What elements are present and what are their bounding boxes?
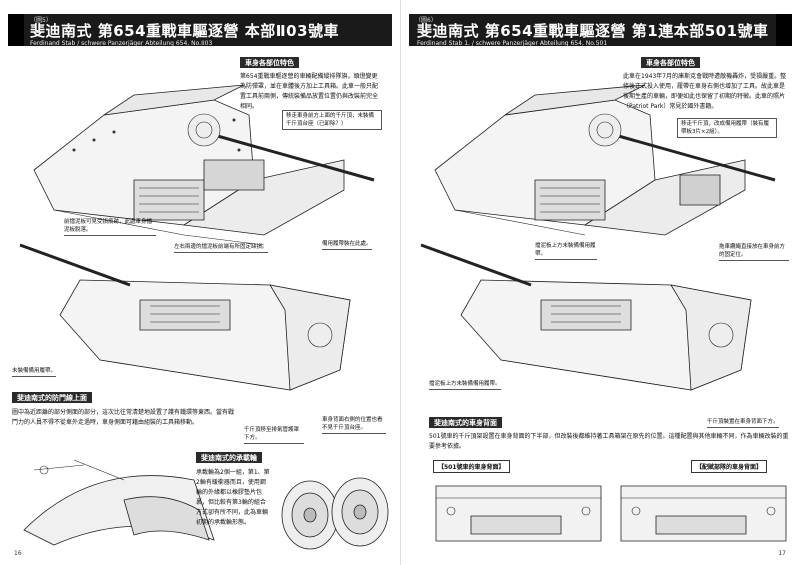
- left-section2-head: 斐迪南式的防門線上面: [12, 392, 92, 403]
- left-header: （圖5） 斐迪南式 第654重戰車驅逐營 本部Ⅱ03號車 Ferdinand S…: [8, 14, 392, 47]
- left-callout-4: 備用履帶裝在此處。: [322, 240, 372, 250]
- left-section3-text: 承載輪為2個一組，第1、第2輪有緩衝器而且，使用鋼輪的外緣都以橡膠墊片包裹，但比…: [196, 469, 270, 526]
- right-page-number: 17: [778, 550, 786, 557]
- left-vehicle-drawing-bottom: [20, 240, 360, 400]
- right-vehicle-drawing-top: [415, 60, 775, 250]
- right-subtitle: Ferdinand Stab 1. / schwere Panzerjäger …: [417, 40, 608, 47]
- left-vehicle-drawing-top: [14, 60, 374, 250]
- left-page-number: 16: [14, 550, 22, 557]
- left-callout-3: 左右兩邊的擋泥板前端有所固定缺損。: [174, 243, 268, 253]
- right-section1-text: 此車在1943年7月的庫斯克會戰時遭敵機轟炸，受損嚴重。整修後正式投入使用，履帶…: [623, 73, 787, 110]
- left-callout-2: 前擋泥板可見受損痕跡，此處車身擋泥板脫落。: [64, 218, 156, 236]
- right-callout-3: 拖車纜繩直接放在車身前方的固定位。: [719, 243, 789, 261]
- left-header-tab: [8, 14, 24, 46]
- right-section2-text: 501號車的千斤頂架設置在車身背面的下半部，但改裝後都維持著工具箱架在原先的位置…: [429, 433, 789, 450]
- left-fender-detail-drawing: [14, 440, 239, 550]
- left-section1-head: 車身各部位特色: [240, 57, 299, 68]
- right-callout-4: 擋泥板上方未裝備備用履帶。: [429, 380, 501, 390]
- right-page: （圖6） 斐迪南式 第654重戰車驅逐營 第1連本部501號車 Ferdinan…: [400, 0, 800, 565]
- right-callout-5: 千斤頂裝置在車身背面下方。: [707, 418, 779, 428]
- left-roadwheels-drawing: [275, 470, 395, 555]
- right-vehicle-drawing-bottom: [421, 240, 761, 400]
- right-caption-left: 【501號車的車身背面】: [433, 460, 510, 473]
- right-caption-right: 【配賦部隊的車身背面】: [691, 460, 768, 473]
- left-callout-7: 車身背面右側的位置也看不見千斤頂台座。: [322, 416, 386, 434]
- right-fig-tag: （圖6）: [415, 17, 437, 24]
- left-callout-6: 千斤頂移至排氣管護罩下方。: [244, 426, 304, 444]
- left-title: 斐迪南式 第654重戰車驅逐營 本部Ⅱ03號車: [30, 22, 340, 40]
- right-header: （圖6） 斐迪南式 第654重戰車驅逐營 第1連本部501號車 Ferdinan…: [409, 14, 792, 47]
- left-callout-5: 未裝備備用履帶。: [12, 367, 57, 377]
- right-callout-2: 擋泥板上方未裝備備用履帶。: [535, 242, 597, 260]
- left-page: （圖5） 斐迪南式 第654重戰車驅逐營 本部Ⅱ03號車 Ferdinand S…: [8, 14, 395, 557]
- left-callout-1: 移走車身前方上面的千斤頂，未裝備千斤頂台座（已卸除？）: [282, 110, 382, 130]
- right-header-tab: [776, 14, 792, 46]
- right-callout-1: 移走千斤頂，改成備用履帶（裝有履帶板3片×2組）。: [677, 118, 777, 138]
- left-section3-head: 斐迪南式的承載輪: [196, 452, 262, 463]
- left-subtitle: Ferdinand Stab / schwere Panzerjäger Abt…: [30, 40, 213, 47]
- left-fig-tag: （圖5）: [30, 17, 52, 24]
- right-title: 斐迪南式 第654重戰車驅逐營 第1連本部501號車: [417, 22, 769, 40]
- right-rear-view-drawing: [431, 476, 791, 551]
- right-section2-head: 斐迪南式的車身背面: [429, 417, 502, 428]
- right-section1-head: 車身各部位特色: [641, 57, 700, 68]
- left-section2-text: 圖中為近距離的部分側面的部分，這次比往常清楚地設置了護有鐵環等東西。當有戰鬥力的…: [12, 409, 235, 426]
- left-section1-text: 第654重戰車驅逐營的車輛配備縱排隊旗，頭燈變更為防彈罩，並在車體後方加上工具箱…: [240, 73, 379, 110]
